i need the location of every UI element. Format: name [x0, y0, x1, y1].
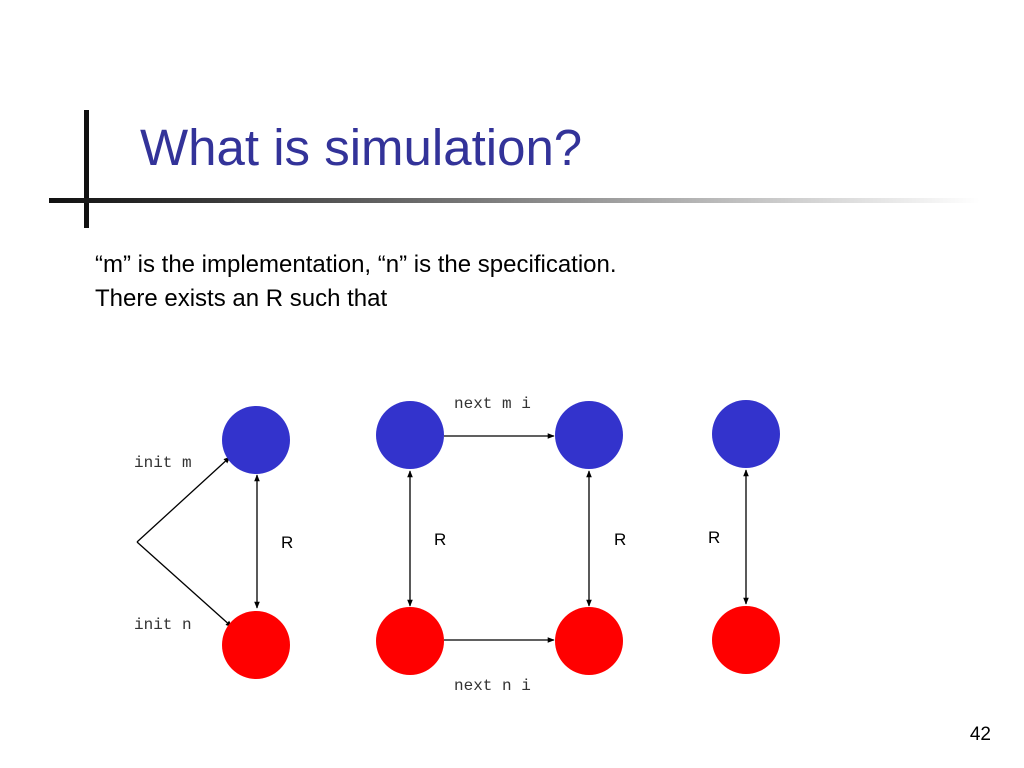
next-n-label: next n i	[454, 677, 531, 695]
relation-label-3: R	[614, 530, 626, 549]
slide-body: “m” is the implementation, “n” is the sp…	[95, 248, 617, 316]
relation-label-2: R	[434, 530, 446, 549]
implementation-state-current	[376, 401, 444, 469]
init-m-arrow	[136, 456, 231, 543]
relation-label-4: R	[708, 528, 720, 547]
next-m-label: next m i	[454, 395, 531, 413]
page-number: 42	[969, 724, 991, 745]
body-line-2: There exists an R such that	[95, 285, 388, 312]
body-line-1: “m” is the implementation, “n” is the sp…	[95, 251, 617, 278]
init-m-label: init m	[134, 454, 192, 472]
title-divider-vertical	[84, 110, 89, 228]
implementation-state-other	[712, 400, 780, 468]
specification-state-initial	[222, 611, 290, 679]
specification-state-next	[555, 607, 623, 675]
relation-label-1: R	[281, 533, 293, 552]
init-n-label: init n	[134, 616, 192, 634]
slide-title: What is simulation?	[140, 119, 583, 176]
implementation-state-next	[555, 401, 623, 469]
specification-state-current	[376, 607, 444, 675]
title-divider-horizontal	[49, 198, 980, 203]
specification-state-other	[712, 606, 780, 674]
implementation-state-initial	[222, 406, 290, 474]
init-n-arrow	[136, 541, 233, 628]
